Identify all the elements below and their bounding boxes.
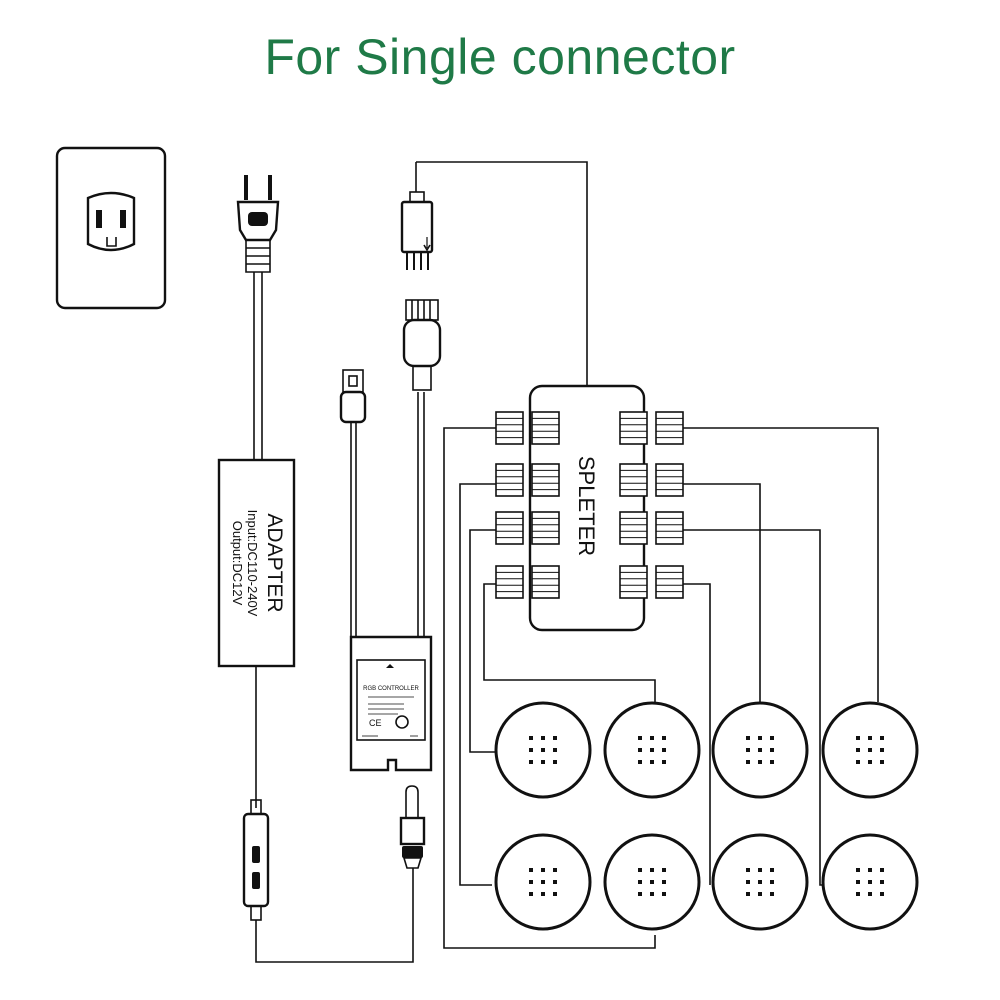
splitter-port <box>495 463 524 497</box>
svg-text:CE: CE <box>369 718 382 728</box>
splitter-port <box>619 411 648 445</box>
splitter-label: SPLETER <box>574 456 599 556</box>
adapter-input: Input:DC110-240V <box>245 510 260 617</box>
splitter-port <box>655 511 684 545</box>
splitter-port <box>655 565 684 599</box>
puck-light <box>603 833 701 931</box>
splitter-port <box>655 411 684 445</box>
power-adapter: ADAPTER Input:DC110-240V Output:DC12V <box>217 458 296 808</box>
splitter-hub: SPLETER <box>495 384 684 632</box>
splitter-port <box>531 565 560 599</box>
splitter-wires <box>443 427 879 949</box>
switch-icon <box>242 799 414 963</box>
splitter-port <box>655 463 684 497</box>
puck-light <box>711 833 809 931</box>
ac-plug-icon <box>236 175 280 460</box>
puck-light <box>494 701 592 799</box>
rgb-cable-connectors <box>400 161 588 391</box>
splitter-port <box>619 565 648 599</box>
splitter-port <box>531 463 560 497</box>
dc-barrel-plug-icon <box>399 785 426 869</box>
puck-light <box>711 701 809 799</box>
rgb-controller: RGB CONTROLLER CE <box>339 369 433 772</box>
splitter-port <box>619 511 648 545</box>
splitter-port <box>531 411 560 445</box>
puck-light <box>821 833 919 931</box>
splitter-port <box>495 411 524 445</box>
page-title: For Single connector <box>264 29 736 85</box>
splitter-port <box>531 511 560 545</box>
adapter-output: Output:DC12V <box>230 521 245 606</box>
controller-label: RGB CONTROLLER <box>363 686 419 692</box>
puck-light <box>494 833 592 931</box>
wall-outlet-icon <box>55 146 167 310</box>
puck-lights <box>494 701 919 931</box>
splitter-port <box>495 511 524 545</box>
puck-light <box>603 701 701 799</box>
splitter-port <box>495 565 524 599</box>
puck-light <box>821 701 919 799</box>
splitter-port <box>619 463 648 497</box>
adapter-name: ADAPTER <box>263 513 286 612</box>
